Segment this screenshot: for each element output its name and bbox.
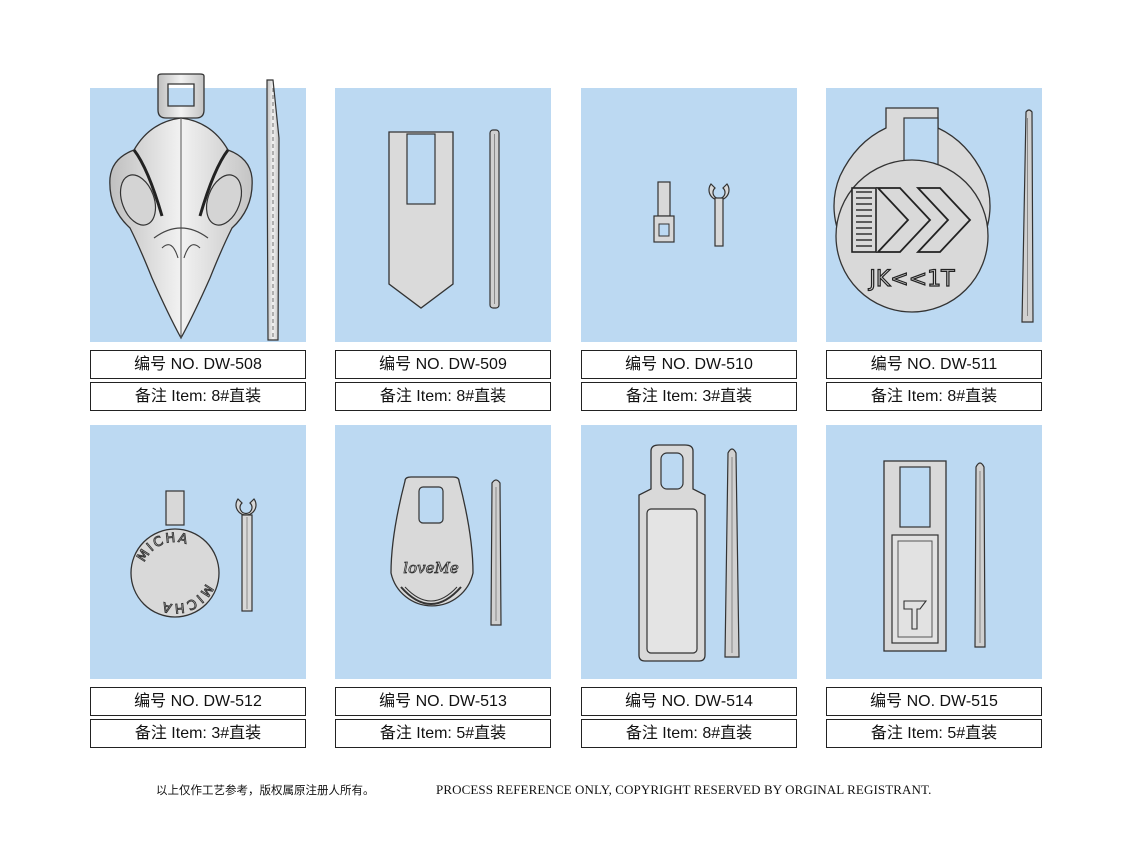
product-item-label: 备注 Item: 8#直装 [826, 382, 1042, 411]
rectangular-tab-puller-drawing [883, 460, 986, 652]
product-image-panel: MICHA MICHA [90, 425, 306, 679]
side-profile-view [266, 79, 280, 341]
side-profile-view [1021, 109, 1034, 323]
side-profile-view [724, 448, 740, 658]
product-number-label: 编号 NO. DW-514 [581, 687, 797, 716]
product-number-label: 编号 NO. DW-511 [826, 350, 1042, 379]
product-image-panel [90, 73, 306, 342]
product-image-panel [581, 88, 797, 342]
side-profile-view [708, 183, 730, 247]
side-profile-view [490, 479, 502, 626]
product-number-label: 编号 NO. DW-515 [826, 687, 1042, 716]
product-item-label: 备注 Item: 3#直装 [90, 719, 306, 748]
product-number-label: 编号 NO. DW-509 [335, 350, 551, 379]
bird-skull-puller-drawing [109, 73, 280, 341]
product-item-label: 备注 Item: 8#直装 [581, 719, 797, 748]
flat-tab-puller-drawing [388, 129, 500, 309]
product-item-label: 备注 Item: 3#直装 [581, 382, 797, 411]
engraved-logo-text: JK<<1T [867, 267, 955, 292]
product-image-panel [826, 425, 1042, 679]
product-number-label: 编号 NO. DW-512 [90, 687, 306, 716]
product-item-label: 备注 Item: 5#直装 [826, 719, 1042, 748]
product-item-label: 备注 Item: 8#直装 [335, 382, 551, 411]
product-item-label: 备注 Item: 5#直装 [335, 719, 551, 748]
round-logo-puller-drawing: JK<<1T [833, 107, 1034, 323]
product-image-panel: JK<<1T [826, 88, 1042, 342]
footer-chinese-note: 以上仅作工艺参考，版权属原注册人所有。 [156, 783, 375, 797]
small-puller-drawing [653, 181, 730, 247]
teardrop-loveme-puller-drawing: loveMe [390, 476, 502, 626]
product-item-label: 备注 Item: 8#直装 [90, 382, 306, 411]
round-micha-puller-drawing: MICHA MICHA [130, 490, 257, 618]
engraved-script-text: loveMe [403, 559, 459, 577]
product-image-panel [581, 425, 797, 679]
side-profile-view [489, 129, 500, 309]
side-profile-view [235, 498, 257, 612]
product-number-label: 编号 NO. DW-513 [335, 687, 551, 716]
side-profile-view [974, 462, 986, 648]
product-image-panel: loveMe [335, 425, 551, 679]
footer-english-note: PROCESS REFERENCE ONLY, COPYRIGHT RESERV… [436, 782, 932, 797]
product-number-label: 编号 NO. DW-510 [581, 350, 797, 379]
product-image-panel [335, 88, 551, 342]
long-loop-puller-drawing [638, 444, 740, 662]
product-number-label: 编号 NO. DW-508 [90, 350, 306, 379]
